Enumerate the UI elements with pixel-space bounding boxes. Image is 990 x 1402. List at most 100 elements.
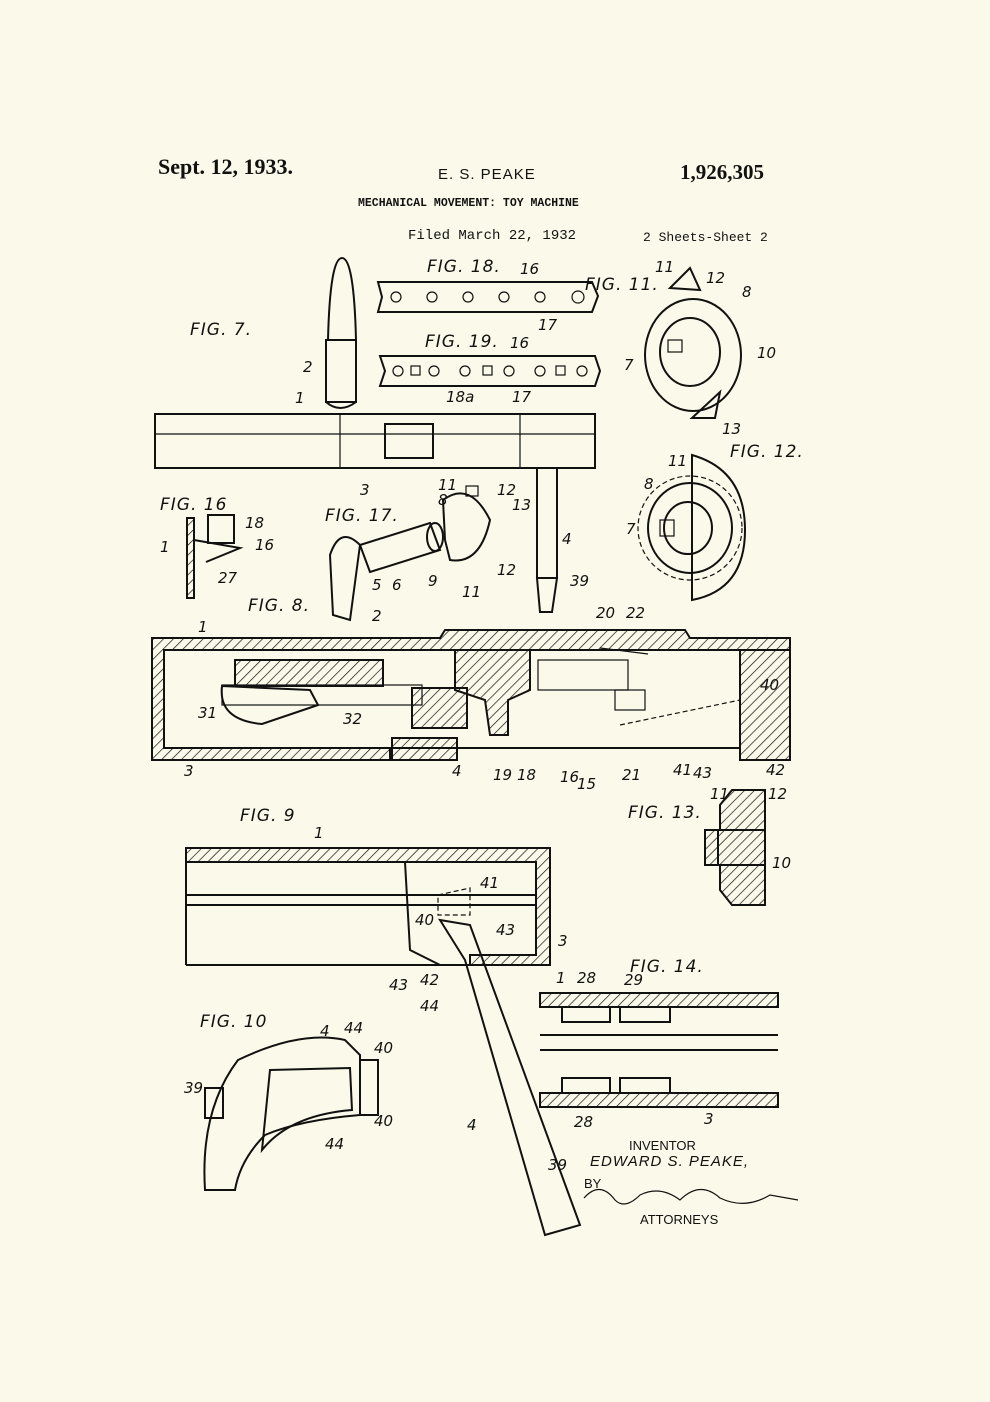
ref-6: 6 bbox=[392, 576, 402, 594]
ref-1c: 1 bbox=[198, 618, 208, 636]
by-label: BY bbox=[584, 1176, 602, 1191]
ref-3: 3 bbox=[360, 481, 370, 499]
filed-date: Filed March 22, 1932 bbox=[408, 228, 577, 244]
ref-16c: 16 bbox=[255, 536, 274, 554]
fig13-label: FIG. 13. bbox=[628, 803, 702, 823]
fig17-drawing bbox=[328, 485, 492, 622]
ref-8c: 8 bbox=[438, 491, 448, 509]
ref-27: 27 bbox=[218, 569, 238, 587]
fig18-label: FIG. 18. bbox=[427, 257, 501, 277]
ref-12c: 12 bbox=[497, 561, 516, 579]
ref-40b: 40 bbox=[415, 911, 434, 929]
ref-1b: 1 bbox=[160, 538, 170, 556]
fig12-drawing bbox=[637, 453, 747, 602]
fig10-drawing bbox=[203, 1036, 379, 1191]
ref-11c: 11 bbox=[438, 476, 457, 494]
ref-18b: 18 bbox=[245, 514, 264, 532]
fig10-label: FIG. 10 bbox=[200, 1012, 267, 1032]
ref-11b: 11 bbox=[668, 452, 687, 470]
ref-13a: 13 bbox=[722, 420, 741, 438]
ref-44c: 44 bbox=[325, 1135, 344, 1153]
ref-42b: 42 bbox=[420, 971, 439, 989]
fig8-drawing bbox=[151, 629, 791, 761]
ref-1e: 1 bbox=[556, 969, 566, 987]
ref-8b: 8 bbox=[644, 475, 654, 493]
attorney-signature bbox=[583, 1188, 799, 1205]
fig12-label: FIG. 12. bbox=[730, 442, 804, 462]
ref-10a: 10 bbox=[757, 344, 776, 362]
ref-29: 29 bbox=[624, 971, 643, 989]
ref-5: 5 bbox=[372, 576, 382, 594]
ref-28a: 28 bbox=[577, 969, 596, 987]
ref-11a: 11 bbox=[655, 258, 674, 276]
ref-40: 40 bbox=[760, 676, 779, 694]
fig14-drawing bbox=[539, 992, 779, 1108]
ref-43: 43 bbox=[693, 764, 712, 782]
ref-22: 22 bbox=[626, 604, 645, 622]
ref-32: 32 bbox=[343, 710, 362, 728]
ref-28b: 28 bbox=[574, 1113, 593, 1131]
fig13-drawing bbox=[704, 789, 766, 906]
ref-4c: 4 bbox=[467, 1116, 477, 1134]
ref-43b: 43 bbox=[496, 921, 515, 939]
fig14-label: FIG. 14. bbox=[630, 957, 704, 977]
attorneys-label: ATTORNEYS bbox=[640, 1212, 719, 1227]
ref-44a: 44 bbox=[420, 997, 439, 1015]
ref-42: 42 bbox=[766, 761, 785, 779]
ref-21: 21 bbox=[622, 766, 641, 784]
ref-39c: 39 bbox=[184, 1079, 203, 1097]
ref-11e: 11 bbox=[710, 785, 729, 803]
patent-number: 1,926,305 bbox=[680, 160, 764, 184]
ref-41: 41 bbox=[673, 761, 692, 779]
ref-10b: 10 bbox=[772, 854, 791, 872]
ref-3c: 3 bbox=[558, 932, 568, 950]
fig9-label: FIG. 9 bbox=[240, 806, 296, 826]
ref-1d: 1 bbox=[314, 824, 324, 842]
ref-7a: 7 bbox=[624, 356, 634, 374]
ref-4: 4 bbox=[562, 530, 572, 548]
ref-19: 19 bbox=[493, 766, 512, 784]
fig18-drawing bbox=[376, 281, 600, 313]
inventor-name: EDWARD S. PEAKE, bbox=[590, 1153, 749, 1170]
ref-41b: 41 bbox=[480, 874, 499, 892]
ref-4d: 4 bbox=[320, 1022, 330, 1040]
fig16-drawing bbox=[186, 514, 244, 599]
sheet-count: 2 Sheets-Sheet 2 bbox=[643, 230, 768, 245]
ref-3d: 3 bbox=[704, 1110, 714, 1128]
ref-18a: 18a bbox=[446, 388, 474, 406]
fig19-drawing bbox=[378, 355, 602, 387]
ref-1: 1 bbox=[295, 389, 305, 407]
inventor-label: INVENTOR bbox=[629, 1138, 696, 1153]
ref-11d: 11 bbox=[462, 583, 481, 601]
ref-31: 31 bbox=[198, 704, 217, 722]
patent-date: Sept. 12, 1933. bbox=[158, 154, 294, 179]
ref-16d: 16 bbox=[560, 768, 579, 786]
patent-title: MECHANICAL MOVEMENT: TOY MACHINE bbox=[358, 197, 579, 210]
ref-40d: 40 bbox=[374, 1112, 393, 1130]
ref-44b: 44 bbox=[344, 1019, 363, 1037]
ref-7b: 7 bbox=[626, 520, 636, 538]
fig11-label: FIG. 11. bbox=[585, 275, 659, 295]
ref-39: 39 bbox=[570, 572, 589, 590]
ref-18c: 18 bbox=[517, 766, 536, 784]
fig17-label: FIG. 17. bbox=[325, 506, 399, 526]
fig9-drawing bbox=[185, 847, 582, 1237]
ref-12d: 12 bbox=[768, 785, 787, 803]
ref-16b: 16 bbox=[510, 334, 529, 352]
fig11-drawing bbox=[644, 266, 742, 419]
ref-12b: 12 bbox=[497, 481, 516, 499]
ref-40c: 40 bbox=[374, 1039, 393, 1057]
ref-3b: 3 bbox=[184, 762, 194, 780]
ref-39b: 39 bbox=[548, 1156, 567, 1174]
ref-16: 16 bbox=[520, 260, 539, 278]
ref-17b: 17 bbox=[512, 388, 532, 406]
ref-13b: 13 bbox=[512, 496, 531, 514]
ref-20: 20 bbox=[596, 604, 615, 622]
ref-2b: 2 bbox=[372, 607, 382, 625]
ref-17: 17 bbox=[538, 316, 558, 334]
ref-2: 2 bbox=[303, 358, 313, 376]
ref-4b: 4 bbox=[452, 762, 462, 780]
fig8-label: FIG. 8. bbox=[248, 596, 310, 616]
ref-9: 9 bbox=[428, 572, 438, 590]
